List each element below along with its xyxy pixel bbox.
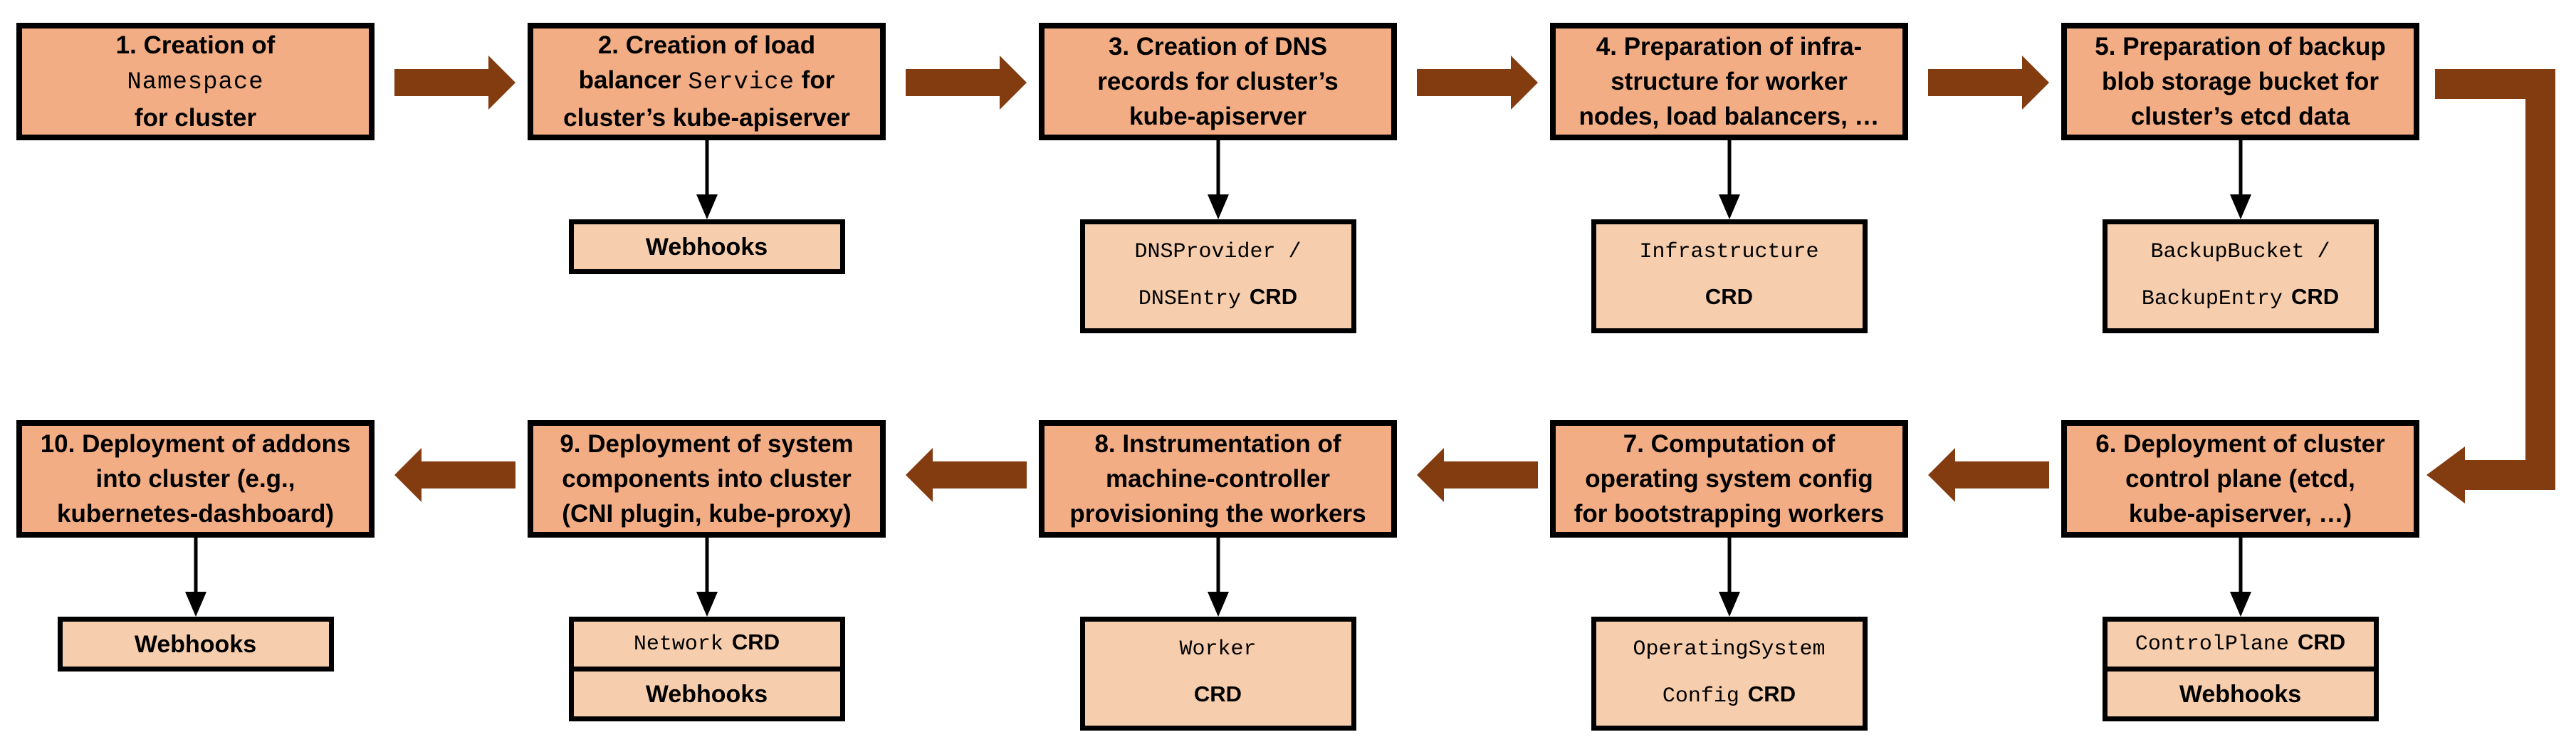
step-title: blob storage bucket for	[2102, 68, 2379, 95]
step-title: 9. Deployment of system	[560, 430, 854, 458]
down-arrow-icon	[1207, 538, 1229, 617]
step-title: provisioning the workers	[1069, 500, 1366, 528]
step-title: for cluster	[134, 104, 257, 132]
crd-box: DNSProvider / DNSEntry CRD	[1079, 219, 1356, 333]
step-title: (CNI plugin, kube-proxy)	[562, 500, 852, 528]
webhooks-label: Webhooks	[2179, 680, 2302, 708]
step-title: components into cluster	[562, 465, 852, 493]
step-box-10: 10. Deployment of addons into cluster (e…	[16, 420, 375, 538]
crd-suffix: CRD	[2297, 629, 2346, 654]
down-arrow-icon	[696, 538, 718, 617]
crd-name: BackupEntry	[2141, 286, 2283, 311]
step-title: balancer Service for	[578, 66, 835, 96]
step-title: kubernetes-dashboard)	[57, 500, 334, 528]
flow-arrow-right-icon	[906, 56, 1027, 110]
webhooks-box: Webhooks	[2102, 667, 2379, 721]
step-box-3: 3. Creation of DNS records for cluster’s…	[1039, 23, 1397, 140]
flow-arrow-left-icon	[906, 448, 1027, 502]
flow-arrow-right-icon	[1417, 56, 1538, 110]
crd-name: ControlPlane	[2135, 632, 2289, 657]
crd-box: Worker CRD	[1079, 617, 1356, 731]
webhooks-box: Webhooks	[57, 617, 334, 672]
crd-name: BackupBucket /	[2150, 239, 2330, 264]
step-title: 2. Creation of load	[597, 31, 816, 59]
crd-suffix: CRD	[1249, 283, 1298, 309]
crd-name: OperatingSystem	[1633, 637, 1826, 662]
flow-arrow-left-icon	[1928, 448, 2049, 502]
step-title: 4. Preparation of infra-	[1596, 33, 1863, 61]
step-title: records for cluster’s	[1097, 68, 1339, 95]
step-box-2: 2. Creation of load balancer Service for…	[528, 23, 886, 140]
crd-box: BackupBucket / BackupEntry CRD	[2102, 219, 2379, 333]
crd-name: Infrastructure	[1639, 239, 1819, 264]
flow-arrow-right-icon	[1928, 56, 2049, 110]
webhooks-label: Webhooks	[134, 630, 257, 658]
crd-name: Worker	[1179, 637, 1257, 662]
step-title: 3. Creation of DNS	[1108, 33, 1328, 61]
webhooks-label: Webhooks	[645, 233, 768, 261]
webhooks-box: Webhooks	[568, 667, 845, 721]
step-title: cluster’s etcd data	[2130, 103, 2350, 130]
webhooks-label: Webhooks	[645, 680, 768, 708]
step-title: 1. Creation of	[115, 31, 276, 59]
crd-name: DNSEntry	[1138, 286, 1241, 311]
crd-box: Infrastructure CRD	[1591, 219, 1868, 333]
step-title: 8. Instrumentation of	[1094, 430, 1341, 458]
down-arrow-icon	[2229, 538, 2251, 617]
step-title: kube-apiserver	[1129, 103, 1307, 130]
crd-suffix: CRD	[2290, 283, 2340, 309]
step-title: 6. Deployment of cluster	[2095, 430, 2385, 458]
crd-suffix: CRD	[731, 629, 780, 654]
crd-box: Network CRD	[568, 617, 845, 672]
crd-name: DNSProvider /	[1134, 239, 1302, 264]
step-title: cluster’s kube-apiserver	[563, 104, 850, 132]
down-arrow-icon	[696, 140, 718, 219]
step-title: for bootstrapping workers	[1574, 500, 1885, 528]
step-box-7: 7. Computation of operating system confi…	[1550, 420, 1908, 538]
step-box-9: 9. Deployment of system components into …	[528, 420, 886, 538]
step-box-1: 1. Creation of Namespace for cluster	[16, 23, 375, 140]
down-arrow-icon	[184, 538, 206, 617]
crd-box: ControlPlane CRD	[2102, 617, 2379, 672]
step-box-5: 5. Preparation of backup blob storage bu…	[2061, 23, 2419, 140]
step-title: machine-controller	[1105, 465, 1331, 493]
step-title: 5. Preparation of backup	[2095, 33, 2386, 61]
down-arrow-icon	[1718, 538, 1740, 617]
step-box-6: 6. Deployment of cluster control plane (…	[2061, 420, 2419, 538]
crd-suffix: CRD	[1705, 283, 1754, 309]
crd-name: Config	[1662, 684, 1739, 709]
flow-arrow-right-icon	[394, 56, 515, 110]
step-title: Namespace	[127, 69, 264, 96]
crd-suffix: CRD	[1193, 681, 1242, 706]
crd-box: OperatingSystem Config CRD	[1591, 617, 1868, 731]
step-title: nodes, load balancers, …	[1578, 103, 1880, 130]
flow-arrow-left-icon	[1417, 448, 1538, 502]
down-arrow-icon	[1718, 140, 1740, 219]
step-title: kube-apiserver, …)	[2128, 500, 2352, 528]
down-arrow-icon	[2229, 140, 2251, 219]
webhooks-box: Webhooks	[568, 219, 845, 274]
flow-arrow-left-icon	[394, 448, 515, 502]
step-title: control plane (etcd,	[2125, 465, 2355, 493]
crd-name: Network	[633, 632, 723, 657]
crd-suffix: CRD	[1747, 681, 1796, 706]
step-box-4: 4. Preparation of infra- structure for w…	[1550, 23, 1908, 140]
step-title: operating system config	[1585, 465, 1873, 493]
step-title: structure for worker	[1611, 68, 1848, 95]
step-title: into cluster (e.g.,	[95, 465, 295, 493]
step-box-8: 8. Instrumentation of machine-controller…	[1039, 420, 1397, 538]
down-arrow-icon	[1207, 140, 1229, 219]
flow-arrow-elbow-icon	[2426, 69, 2555, 503]
step-title: 7. Computation of	[1623, 430, 1836, 458]
step-title: 10. Deployment of addons	[40, 430, 351, 458]
